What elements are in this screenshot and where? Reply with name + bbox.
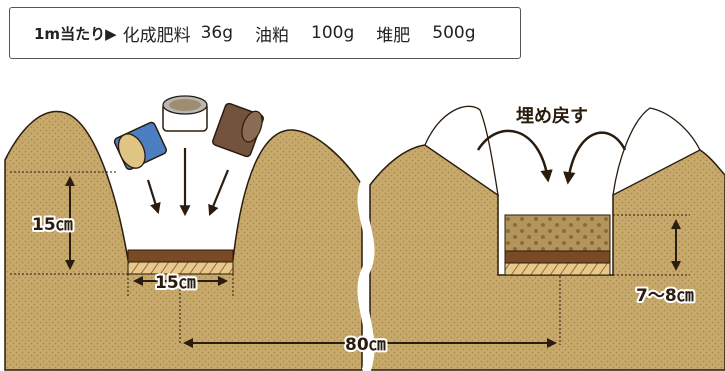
left-soil bbox=[4, 110, 363, 371]
depth-label: 15㎝ bbox=[32, 215, 73, 235]
compost-layer-left bbox=[127, 249, 234, 263]
compost-amount: 500g bbox=[432, 23, 476, 43]
fertilizer-layer-left bbox=[127, 261, 234, 275]
fertilizer-bag-icon bbox=[113, 121, 167, 171]
fertilizer-amount: 36g bbox=[200, 23, 234, 43]
trench-width-label: 15㎝ bbox=[155, 273, 196, 293]
oil-cake-name: 油粕 bbox=[255, 25, 290, 46]
per-meter-label: 1m当たり▶ bbox=[34, 24, 117, 43]
falling-arrows bbox=[146, 148, 230, 217]
oil-cake-bag-icon bbox=[162, 95, 208, 132]
fertilizer-name: 化成肥料 bbox=[122, 25, 191, 46]
compost-bag-icon bbox=[212, 102, 264, 158]
compost-name: 堆肥 bbox=[376, 25, 411, 46]
curved-arrow-icon bbox=[563, 131, 627, 185]
curved-arrow-icon bbox=[476, 129, 553, 183]
row-spacing-label: 80㎝ bbox=[345, 335, 386, 355]
fill-depth-label: 7〜8㎝ bbox=[636, 286, 694, 306]
excavated-outline bbox=[424, 105, 499, 197]
backfill-label: 埋め戻す bbox=[516, 105, 588, 127]
backfill-layer bbox=[504, 214, 611, 252]
fertilizer-layer-right bbox=[504, 262, 611, 276]
excavated-outline-right bbox=[612, 107, 701, 197]
compost-layer-right bbox=[504, 250, 611, 264]
dimension-lines bbox=[10, 171, 690, 348]
oil-cake-amount: 100g bbox=[311, 23, 355, 43]
application-rate-box: 1m当たり▶ 化成肥料 36g 油粕 100g 堆肥 500g bbox=[9, 7, 521, 59]
